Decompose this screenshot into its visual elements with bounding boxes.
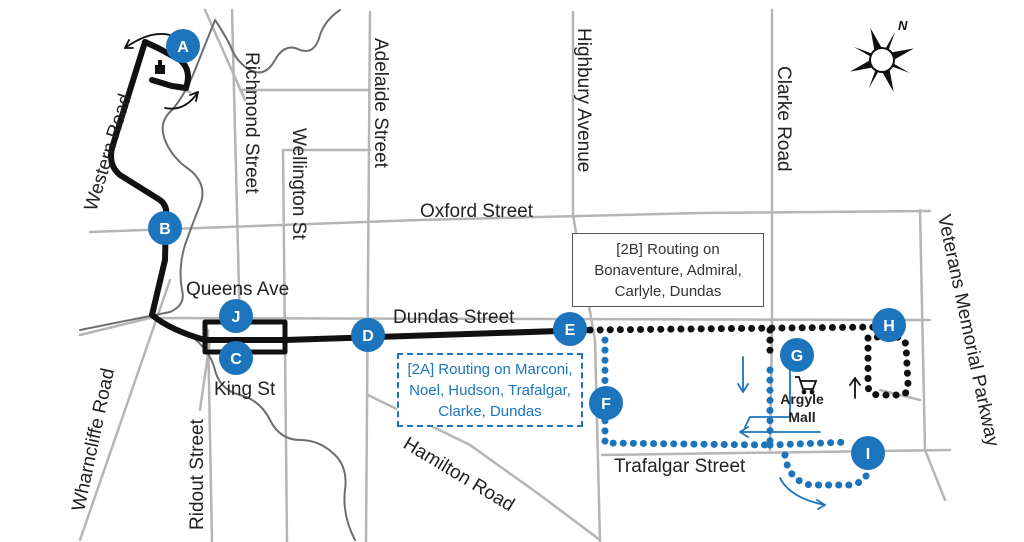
routing-2a-line-1: [2A] Routing on Marconi, — [407, 360, 573, 378]
street-label-veterans-parkway: Veterans Memorial Parkway — [933, 213, 1003, 449]
stop-markers: A B C D E F G H I J — [148, 29, 906, 470]
stop-label-g: G — [791, 348, 803, 365]
oxford-street-line — [88, 209, 932, 234]
stop-label-f: F — [601, 396, 611, 413]
ridout-street-line — [206, 328, 214, 542]
routing-2a-note: [2A] Routing on Marconi, Noel, Hudson, T… — [397, 353, 583, 427]
black-arrow-icon — [124, 33, 171, 49]
street-label-trafalgar-street: Trafalgar Street — [614, 456, 746, 477]
route-western-road — [108, 39, 593, 343]
richmond-street-line — [230, 8, 242, 332]
mall-label-line-1: Argyle — [780, 391, 824, 407]
clarke-road-line — [768, 8, 774, 452]
routing-2b-note: [2B] Routing on Bonaventure, Admiral, Ca… — [572, 233, 764, 307]
argyle-mall-label: Argyle Mall — [776, 390, 828, 426]
stop-label-e: E — [565, 322, 576, 339]
street-label-adelaide-street: Adelaide Street — [370, 38, 391, 169]
street-label-king-st: King St — [214, 379, 276, 400]
street-label-hamilton-road: Hamilton Road — [399, 433, 518, 516]
stop-label-a: A — [177, 39, 189, 56]
street-label-ridout-street: Ridout Street — [187, 418, 208, 530]
compass-rose-icon — [850, 28, 914, 92]
campus-building-icon — [155, 60, 165, 74]
street-label-wharncliffe-road: Wharncliffe Road — [68, 366, 119, 513]
black-arrow-icon — [849, 377, 861, 399]
street-label-oxford-street: Oxford Street — [420, 201, 534, 222]
stop-label-d: D — [362, 328, 374, 345]
blue-arrow-icon — [779, 477, 826, 510]
minor-street-6 — [78, 316, 152, 337]
stop-marker-h[interactable]: H — [872, 308, 906, 342]
street-label-western-road: Western Road — [81, 92, 136, 214]
stop-marker-c[interactable]: C — [219, 341, 253, 375]
shopping-cart-icon — [795, 376, 818, 395]
river-south-branch — [189, 334, 356, 541]
stop-label-i: I — [866, 446, 870, 463]
street-label-highbury-avenue: Highbury Avenue — [573, 28, 594, 172]
routing-2b-line-1: [2B] Routing on — [616, 240, 720, 258]
stop-label-h: H — [883, 318, 895, 335]
stop-label-b: B — [159, 221, 171, 238]
stop-marker-b[interactable]: B — [148, 211, 182, 245]
trafalgar-street-line — [600, 448, 952, 457]
stop-marker-i[interactable]: I — [851, 436, 885, 470]
dundas-street-line — [148, 316, 932, 322]
street-label-queens-ave: Queens Ave — [186, 279, 289, 300]
street-label-wellington-st: Wellington St — [288, 128, 309, 240]
route-2a-highbury-trafalgar — [601, 336, 774, 449]
stop-marker-g[interactable]: G — [780, 338, 814, 372]
stop-label-j: J — [232, 309, 241, 326]
wharncliffe-road-line — [78, 278, 172, 542]
main-route — [108, 39, 593, 355]
route-2b-dotted — [586, 323, 912, 399]
blue-arrow-icon — [739, 426, 821, 438]
river-main — [79, 19, 216, 331]
street-label-clarke-road: Clarke Road — [773, 66, 794, 172]
blue-arrow-icon — [744, 364, 791, 428]
street-label-dundas-street: Dundas Street — [393, 307, 515, 328]
stop-label-c: C — [230, 351, 242, 368]
street-network — [78, 8, 952, 542]
adelaide-street-line — [364, 10, 372, 542]
routing-2b-line-3: Carlyle, Dundas — [614, 282, 722, 300]
minor-street-1 — [203, 8, 247, 102]
routing-2a-line-3: Clarke, Dundas — [438, 402, 542, 420]
routing-2b-line-2: Bonaventure, Admiral, — [594, 261, 742, 279]
route-2a-south-loop — [781, 451, 872, 489]
route-2b-dundas — [586, 323, 884, 334]
compass-north-label: N — [898, 18, 908, 33]
route-2b-loop — [864, 333, 912, 399]
stop-marker-j[interactable]: J — [219, 299, 253, 333]
stop-marker-a[interactable]: A — [166, 29, 200, 63]
river-north-branch — [214, 9, 341, 74]
street-label-richmond-street: Richmond Street — [241, 52, 262, 194]
route-2a-trafalgar-east — [766, 438, 854, 449]
stop-marker-d[interactable]: D — [351, 318, 385, 352]
routing-2a-line-2: Noel, Hudson, Trafalgar, — [409, 381, 571, 399]
thames-river — [79, 9, 356, 541]
direction-arrows — [124, 33, 861, 510]
stop-marker-f[interactable]: F — [589, 386, 623, 420]
blue-arrow-icon — [737, 356, 749, 393]
stop-marker-e[interactable]: E — [553, 312, 587, 346]
mall-label-line-2: Mall — [788, 409, 816, 425]
black-arrow-icon — [164, 91, 199, 110]
